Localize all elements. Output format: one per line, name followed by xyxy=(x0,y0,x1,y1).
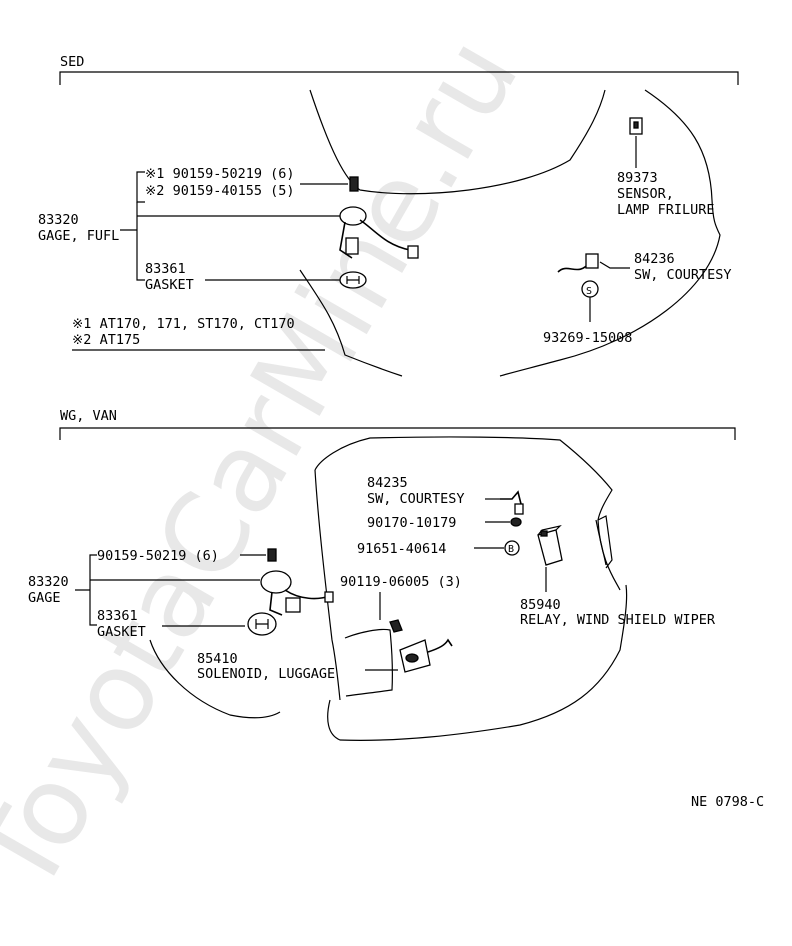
sedan-sensor-number: 89373 xyxy=(617,170,658,186)
sedan-sensor-part xyxy=(629,117,643,135)
wagon-gasket-name: GASKET xyxy=(97,624,146,640)
wagon-switch-part xyxy=(500,490,523,509)
wagon-screw-gage-number: 90159-50219 (6) xyxy=(97,548,219,564)
wagon-solenoid-number: 85410 xyxy=(197,651,238,667)
sedan-gage-bracket xyxy=(120,202,340,281)
wagon-gasket-mark xyxy=(255,619,269,629)
sedan-gage-number: 83320 xyxy=(38,212,79,228)
wagon-switch-name: SW, COURTESY xyxy=(367,491,465,507)
sedan-gasket-name: GASKET xyxy=(145,277,194,293)
wagon-side-panel-outline xyxy=(595,515,613,569)
sedan-gasket-mark xyxy=(346,276,360,284)
sedan-courtesy-switch-part xyxy=(557,253,599,273)
wagon-fuel-gage-part xyxy=(260,570,334,616)
wagon-bolt-1-part xyxy=(510,517,522,527)
sedan-bolt1-label: ※1 90159-50219 (6) xyxy=(145,166,294,182)
wagon-solenoid-name: SOLENOID, LUGGAGE xyxy=(197,666,335,682)
sedan-bolt-part xyxy=(349,176,359,192)
wagon-relay-name: RELAY, WIND SHIELD WIPER xyxy=(520,612,716,628)
wagon-switch-body xyxy=(514,503,524,515)
sedan-switch-leader xyxy=(599,261,630,269)
sedan-section: SED ※1 90159-50219 (6) ※2 90159-40155 (5… xyxy=(38,54,739,377)
wagon-b-mark-circle xyxy=(504,540,520,556)
wagon-gage-name: GAGE xyxy=(28,590,61,606)
sedan-bolt2-label: ※2 90159-40155 (5) xyxy=(145,183,294,199)
sedan-sensor-name-2: LAMP FRILURE xyxy=(617,202,715,218)
wagon-heading: WG, VAN xyxy=(60,408,117,424)
wagon-tailgate-outline xyxy=(344,628,393,697)
wagon-gage-bracket xyxy=(75,554,260,626)
sedan-gage-connector xyxy=(407,245,419,259)
sedan-gage-arm xyxy=(339,219,411,259)
wagon-bolt-3-number: 90119-06005 (3) xyxy=(340,574,462,590)
sedan-switch-name: SW, COURTESY xyxy=(634,267,732,283)
wagon-bracket xyxy=(59,427,736,440)
wagon-bolt-2-number: 91651-40614 xyxy=(357,541,446,557)
sedan-fuel-gage-part xyxy=(339,176,419,259)
sedan-note-1: ※1 AT170, 171, ST170, CT170 xyxy=(72,316,295,332)
sedan-trunk-outline xyxy=(299,269,403,377)
sedan-s-mark: S xyxy=(586,286,592,297)
sedan-sensor-name-1: SENSOR, xyxy=(617,186,674,202)
wagon-b-mark: B xyxy=(508,544,514,555)
sedan-switch-number: 84236 xyxy=(634,251,675,267)
sedan-fender-outline xyxy=(499,89,721,377)
sedan-gasket-number: 83361 xyxy=(145,261,186,277)
wagon-gage-bolt-part xyxy=(267,548,277,562)
sedan-bolt-bracket xyxy=(136,171,145,203)
sedan-heading: SED xyxy=(60,54,84,70)
wagon-bumper-outline xyxy=(327,584,628,741)
wagon-bolt-1-number: 90170-10179 xyxy=(367,515,456,531)
wagon-relay-part xyxy=(537,524,563,566)
sedan-gage-float xyxy=(345,237,359,255)
wagon-wheel-arch-outline xyxy=(149,639,281,719)
watermark-text: ToyotaCarMine.ru xyxy=(0,17,543,914)
wagon-bolt-3-part xyxy=(389,619,403,633)
sedan-gage-flange xyxy=(339,206,367,226)
sedan-screw-number: 93269-15008 xyxy=(543,330,632,346)
sedan-gage-name: GAGE, FUFL xyxy=(38,228,119,244)
sedan-note-2: ※2 AT175 xyxy=(72,332,140,348)
wagon-section: WG, VAN 84235 SW, COURTESY 90170-10179 9… xyxy=(28,408,736,741)
wagon-gasket-number: 83361 xyxy=(97,608,138,624)
sedan-bracket xyxy=(59,71,739,85)
wagon-roof-outline xyxy=(314,436,621,591)
sedan-body-outline xyxy=(309,89,606,195)
wagon-gage-number: 83320 xyxy=(28,574,69,590)
wagon-switch-number: 84235 xyxy=(367,475,408,491)
figure-code: NE 0798-C xyxy=(691,794,764,810)
wagon-relay-number: 85940 xyxy=(520,597,561,613)
wagon-pillar-outline xyxy=(314,469,341,701)
wagon-solenoid-part xyxy=(399,638,453,673)
